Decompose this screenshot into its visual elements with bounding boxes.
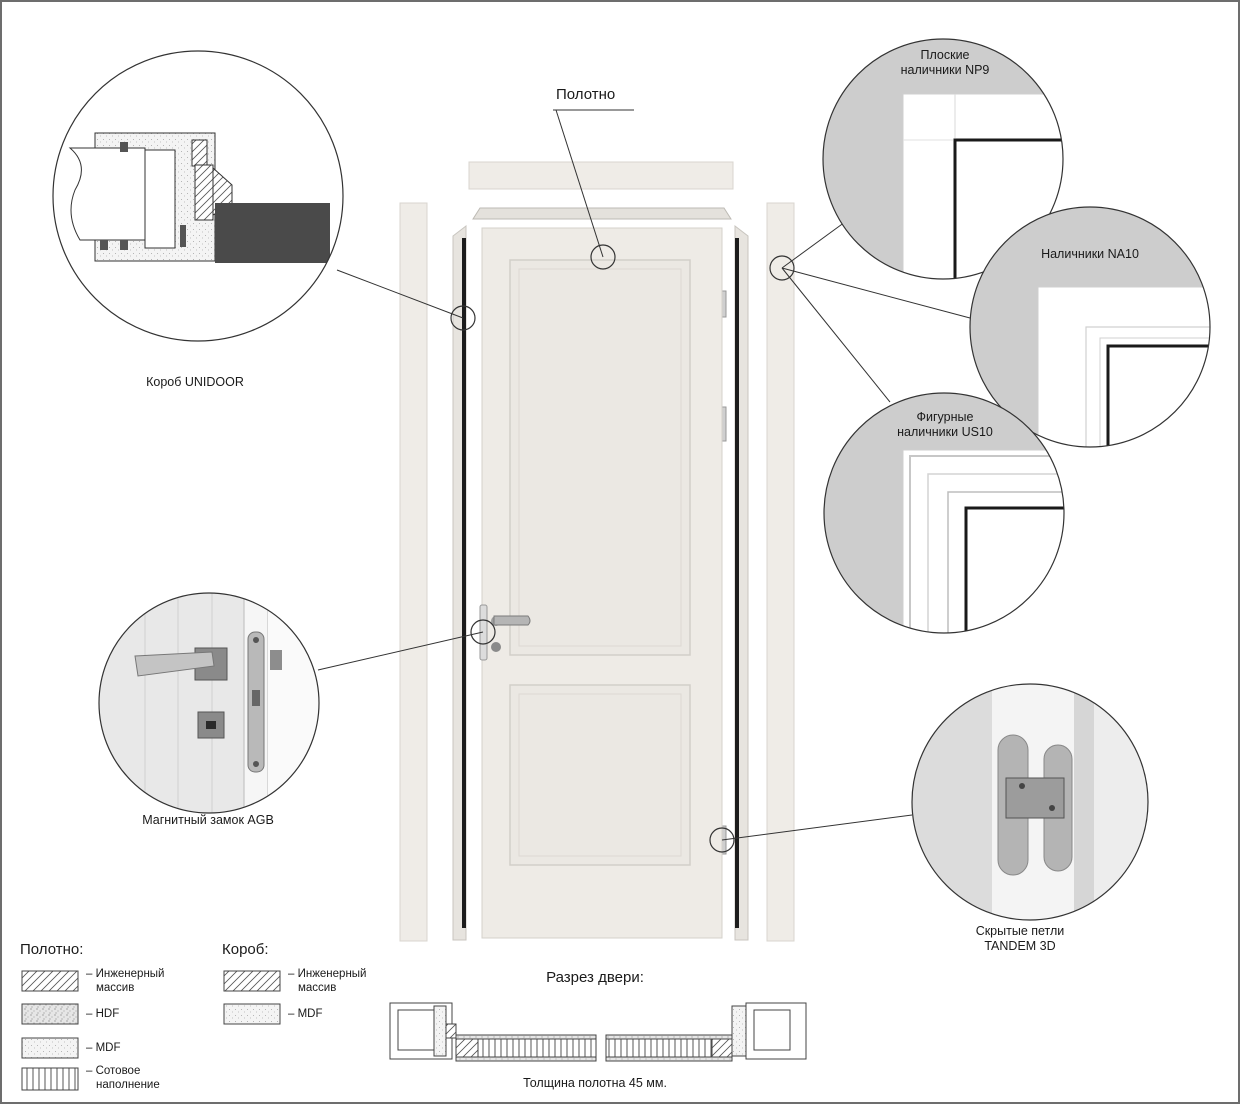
left-casing — [399, 202, 428, 942]
detail-np9 — [822, 38, 1064, 280]
label-magnetic-lock: Магнитный замок AGB — [142, 813, 274, 827]
right-casing — [766, 202, 795, 942]
detail-frame-unidoor — [52, 50, 344, 342]
door-section-drawing — [389, 1002, 807, 1062]
label-shaped-trim: Фигурные наличники US10 — [897, 410, 993, 439]
label-frame-unidoor: Короб UNIDOOR — [146, 375, 244, 389]
swatch-leaf-mdf — [21, 1037, 79, 1059]
label-trim-na10: Наличники NA10 — [1041, 247, 1139, 261]
detail-magnetic-lock — [98, 592, 320, 814]
door-assembly — [399, 161, 795, 942]
label-flat-trim: Плоские наличники NP9 — [900, 48, 990, 77]
thickness-note: Толщина полотна 45 мм. — [523, 1076, 667, 1090]
lower-panel — [509, 684, 691, 866]
detail-us10 — [823, 392, 1065, 634]
lower-panel-inner — [518, 693, 682, 857]
section-title: Разрез двери: — [546, 969, 644, 986]
door-handle — [493, 615, 531, 626]
legend-leaf-item-mdf: – MDF — [86, 1042, 121, 1054]
legend-leaf-item-honeycomb: – Сотовое наполнение — [86, 1065, 160, 1091]
legend-frame-item-engineered: – Инженерный массив — [288, 968, 367, 994]
top-casing — [468, 161, 734, 190]
detail-hidden-hinges — [911, 683, 1149, 921]
label-hidden-hinges: Скрытые петли TANDEM 3D — [975, 924, 1065, 953]
keyhole-escutcheon — [491, 642, 501, 652]
legend-swatches — [21, 970, 281, 1091]
upper-panel — [509, 259, 691, 656]
swatch-frame-mdf — [223, 1003, 281, 1025]
detail-na10 — [969, 206, 1211, 448]
pointer-lines — [317, 109, 971, 841]
left-jamb-gap — [462, 238, 466, 928]
legend-frame-item-mdf: – MDF — [288, 1008, 323, 1020]
right-jamb-gap — [735, 238, 739, 928]
pointer-markers — [450, 244, 795, 853]
top-frame — [472, 207, 732, 220]
legend-frame-title: Короб: — [222, 941, 269, 958]
legend-leaf-item-engineered: – Инженерный массив — [86, 968, 165, 994]
legend-leaf-title: Полотно: — [20, 941, 84, 958]
swatch-frame-engineered — [223, 970, 281, 992]
legend-leaf-item-hdf: – HDF — [86, 1008, 120, 1020]
swatch-leaf-engineered — [21, 970, 79, 992]
swatch-leaf-hdf — [21, 1003, 79, 1025]
swatch-leaf-honeycomb — [21, 1067, 79, 1091]
label-door-leaf: Полотно — [556, 86, 616, 103]
